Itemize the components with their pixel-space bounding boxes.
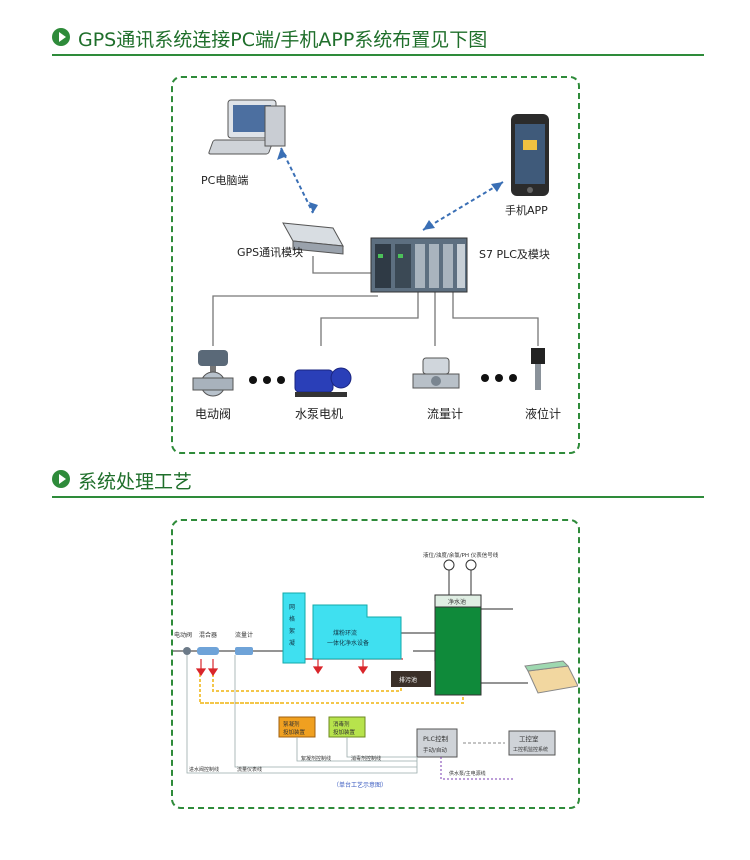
- dose-pump-line-label: 絮凝剂控制线: [301, 755, 331, 762]
- drain-tank-label: 排污池: [399, 676, 417, 684]
- doser2-label-2: 投加装置: [333, 728, 356, 736]
- process-diagram-frame: 液位/浊度/余氯/PH 仪表信号线 电动阀 混合器 流量计 网 格 絮 凝 煤粉…: [171, 519, 580, 809]
- network-diagram-frame: PC电脑端 手机APP GPS通讯模块 S7 PLC及模块: [171, 76, 580, 454]
- section-header-process: 系统处理工艺: [52, 466, 704, 498]
- ipc-label-1: 工控室: [519, 734, 539, 743]
- flowmeter-label: 流量计: [235, 631, 253, 639]
- doser1-label-1: 絮凝剂: [283, 720, 300, 728]
- mobile-phone-icon: [511, 114, 549, 196]
- drain-tank: [391, 671, 431, 687]
- flowmeter-icon: [412, 357, 460, 389]
- clear-tank-label: 净水池: [448, 598, 466, 606]
- play-bullet-icon: [52, 470, 70, 488]
- pump-power-line-label: 供水泵/主电源线: [449, 770, 486, 777]
- section-header-network: GPS通讯系统连接PC端/手机APP系统布置见下图: [52, 24, 704, 56]
- ellipsis-dots-icon: [249, 376, 285, 384]
- clarifier-tank: [312, 604, 402, 660]
- mixer-icon: [197, 647, 219, 655]
- pc-computer-icon: [208, 99, 286, 155]
- plc-label-1: PLC控制: [423, 734, 449, 743]
- inlet-valve-icon: [183, 647, 191, 655]
- doser2-label-1: 消毒剂: [333, 720, 350, 728]
- clear-water-tank: [434, 594, 482, 696]
- clarifier-label-2: 一体化净水设备: [327, 639, 369, 647]
- ipc-label-2: 工控机监控系统: [513, 746, 548, 753]
- level-label: 液位计: [525, 406, 561, 421]
- clarifier-label-1: 煤粉环流: [333, 629, 357, 637]
- network-diagram: PC电脑端 手机APP GPS通讯模块 S7 PLC及模块: [192, 99, 561, 421]
- plc-label-2: 手动/自动: [423, 746, 447, 754]
- plc-rack-icon: [370, 237, 468, 293]
- plc-control-box: [416, 728, 458, 758]
- gps-label: GPS通讯模块: [237, 246, 303, 259]
- coag-char: 凝: [289, 639, 295, 647]
- ellipsis-dots-icon: [481, 374, 517, 382]
- section-title: 系统处理工艺: [78, 471, 193, 493]
- process-diagram: 液位/浊度/余氯/PH 仪表信号线 电动阀 混合器 流量计 网 格 絮 凝 煤粉…: [173, 551, 579, 789]
- coag-tank: [282, 592, 306, 664]
- coag-char: 絮: [289, 627, 295, 635]
- mixer-label: 混合器: [199, 631, 217, 639]
- sensor-line-label: 液位/浊度/余氯/PH 仪表信号线: [423, 551, 499, 559]
- coag-char: 格: [289, 615, 295, 623]
- gps-module-icon: [282, 222, 344, 255]
- inlet-valve-label: 电动阀: [174, 631, 192, 639]
- valve-ctrl-line-label: 进水阀控制线: [189, 766, 219, 773]
- electric-valve-icon: [192, 350, 234, 397]
- pump-label: 水泵电机: [295, 407, 343, 421]
- control-room-box: [508, 730, 556, 756]
- level-meter-icon: [531, 348, 545, 390]
- flow-signal-line-label: 流量仪表线: [237, 766, 262, 773]
- diagram-caption: （单台工艺示意图）: [333, 781, 387, 789]
- play-bullet-icon: [52, 28, 70, 46]
- flow-label: 流量计: [427, 407, 463, 421]
- section-title: GPS通讯系统连接PC端/手机APP系统布置见下图: [78, 29, 488, 51]
- valve-label: 电动阀: [195, 407, 231, 421]
- pc-label: PC电脑端: [201, 174, 248, 187]
- plc-label: S7 PLC及模块: [479, 248, 550, 261]
- flowmeter-icon: [235, 647, 253, 655]
- coag-char: 网: [289, 604, 295, 611]
- doser1-label-2: 投加装置: [283, 728, 306, 736]
- pump-motor-icon: [294, 367, 352, 397]
- disinfect-line-label: 消毒剂控制线: [351, 755, 381, 762]
- phone-label: 手机APP: [505, 203, 548, 217]
